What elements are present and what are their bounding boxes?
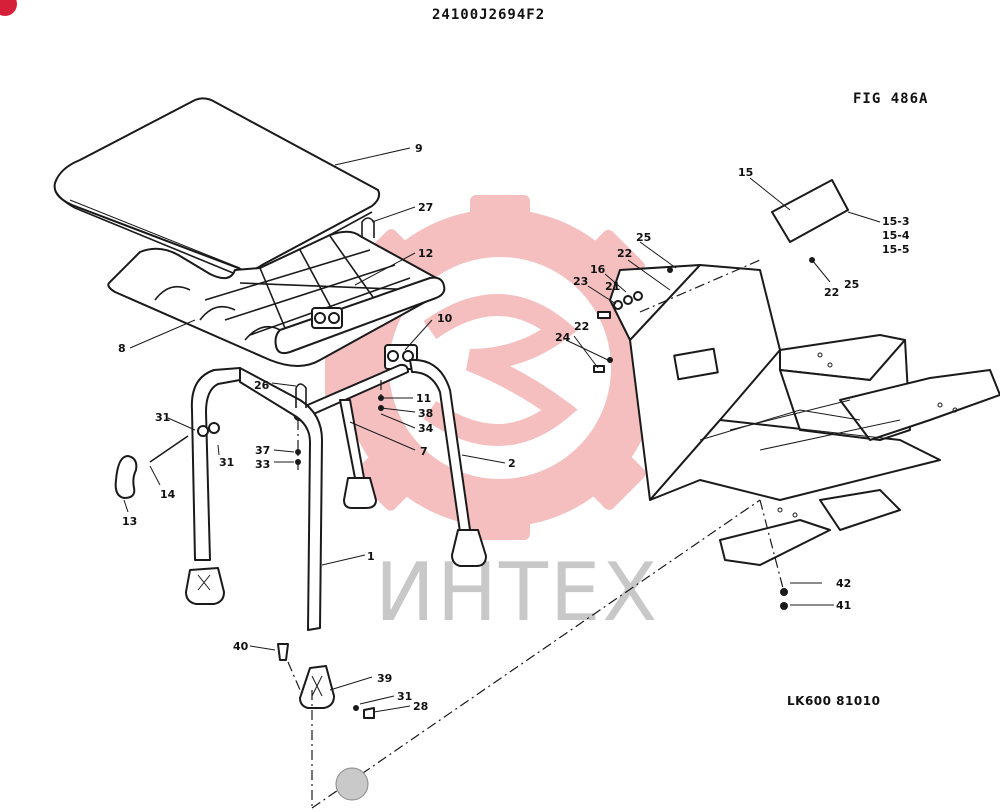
- assembly-line-long-b: [759, 499, 785, 593]
- bolt-28: [363, 707, 375, 719]
- callout-25-top: 25: [636, 231, 651, 244]
- callout-22-right: 22: [824, 286, 839, 299]
- callout-26: 26: [254, 379, 270, 392]
- base-mount: [299, 665, 335, 709]
- washer-31a: [197, 425, 209, 437]
- callout-15-3: 15-3: [882, 215, 910, 228]
- u-bolt-upper: [361, 217, 375, 238]
- callout-33: 33: [255, 458, 270, 471]
- callout-14: 14: [160, 488, 176, 501]
- callout-42: 42: [836, 577, 851, 590]
- callout-11: 11: [416, 392, 431, 405]
- callout-9: 9: [415, 142, 423, 155]
- callout-15: 15: [738, 166, 753, 179]
- clamp-assembly-right: [384, 344, 418, 370]
- assembly-line-long-d: [639, 259, 761, 313]
- callout-31-bottom: 31: [397, 690, 412, 703]
- fitting-group: [593, 257, 815, 610]
- callout-15-4: 15-4: [882, 229, 910, 242]
- callout-27: 27: [418, 201, 433, 214]
- drawing-reference: LK600 81010: [787, 694, 880, 708]
- cover-plate-15: [771, 179, 849, 243]
- callout-28: 28: [413, 700, 428, 713]
- callout-22-top: 22: [617, 247, 632, 260]
- callout-39: 39: [377, 672, 392, 685]
- callout-21: 21: [605, 280, 620, 293]
- leader-lines: [123, 147, 881, 713]
- rops-frame-right: [339, 358, 487, 567]
- callout-31-mid: 31: [219, 456, 234, 469]
- callout-38: 38: [418, 407, 433, 420]
- callout-1: 1: [367, 550, 375, 563]
- callout-34: 34: [418, 422, 434, 435]
- callout-22-mid: 22: [574, 320, 589, 333]
- washer-31b: [208, 422, 220, 434]
- cross-bar: [274, 276, 446, 355]
- corner-mark: [0, 0, 17, 16]
- callout-25-right: 25: [844, 278, 859, 291]
- watermark-text: ИНТЕХ: [375, 546, 659, 639]
- callout-24: 24: [555, 331, 571, 344]
- retainer-ring-13: [114, 455, 138, 499]
- callout-2: 2: [508, 457, 516, 470]
- callout-8: 8: [118, 342, 126, 355]
- callout-23: 23: [573, 275, 588, 288]
- grease-ball: [335, 767, 369, 801]
- callout-13: 13: [122, 515, 137, 528]
- nut-31c: [353, 705, 359, 711]
- callout-12: 12: [418, 247, 433, 260]
- assembly-line-c: [287, 661, 301, 691]
- callout-15-5: 15-5: [882, 243, 910, 256]
- bolt-40: [277, 643, 289, 661]
- callout-37: 37: [255, 444, 270, 457]
- document-code: 24100J2694F2: [432, 7, 545, 23]
- pin-14: [149, 435, 189, 463]
- u-bolt-26: [295, 383, 307, 408]
- rops-frame-left: [185, 367, 323, 631]
- figure-number: FIG 486A: [853, 91, 928, 107]
- machine-body: [609, 264, 1000, 566]
- callout-7: 7: [420, 445, 428, 458]
- callout-41: 41: [836, 599, 851, 612]
- clamp-assembly-left: [311, 307, 343, 329]
- callout-40: 40: [233, 640, 249, 653]
- nut-37: [295, 449, 301, 455]
- callout-31-left: 31: [155, 411, 170, 424]
- callout-16: 16: [590, 263, 606, 276]
- callout-10: 10: [437, 312, 453, 325]
